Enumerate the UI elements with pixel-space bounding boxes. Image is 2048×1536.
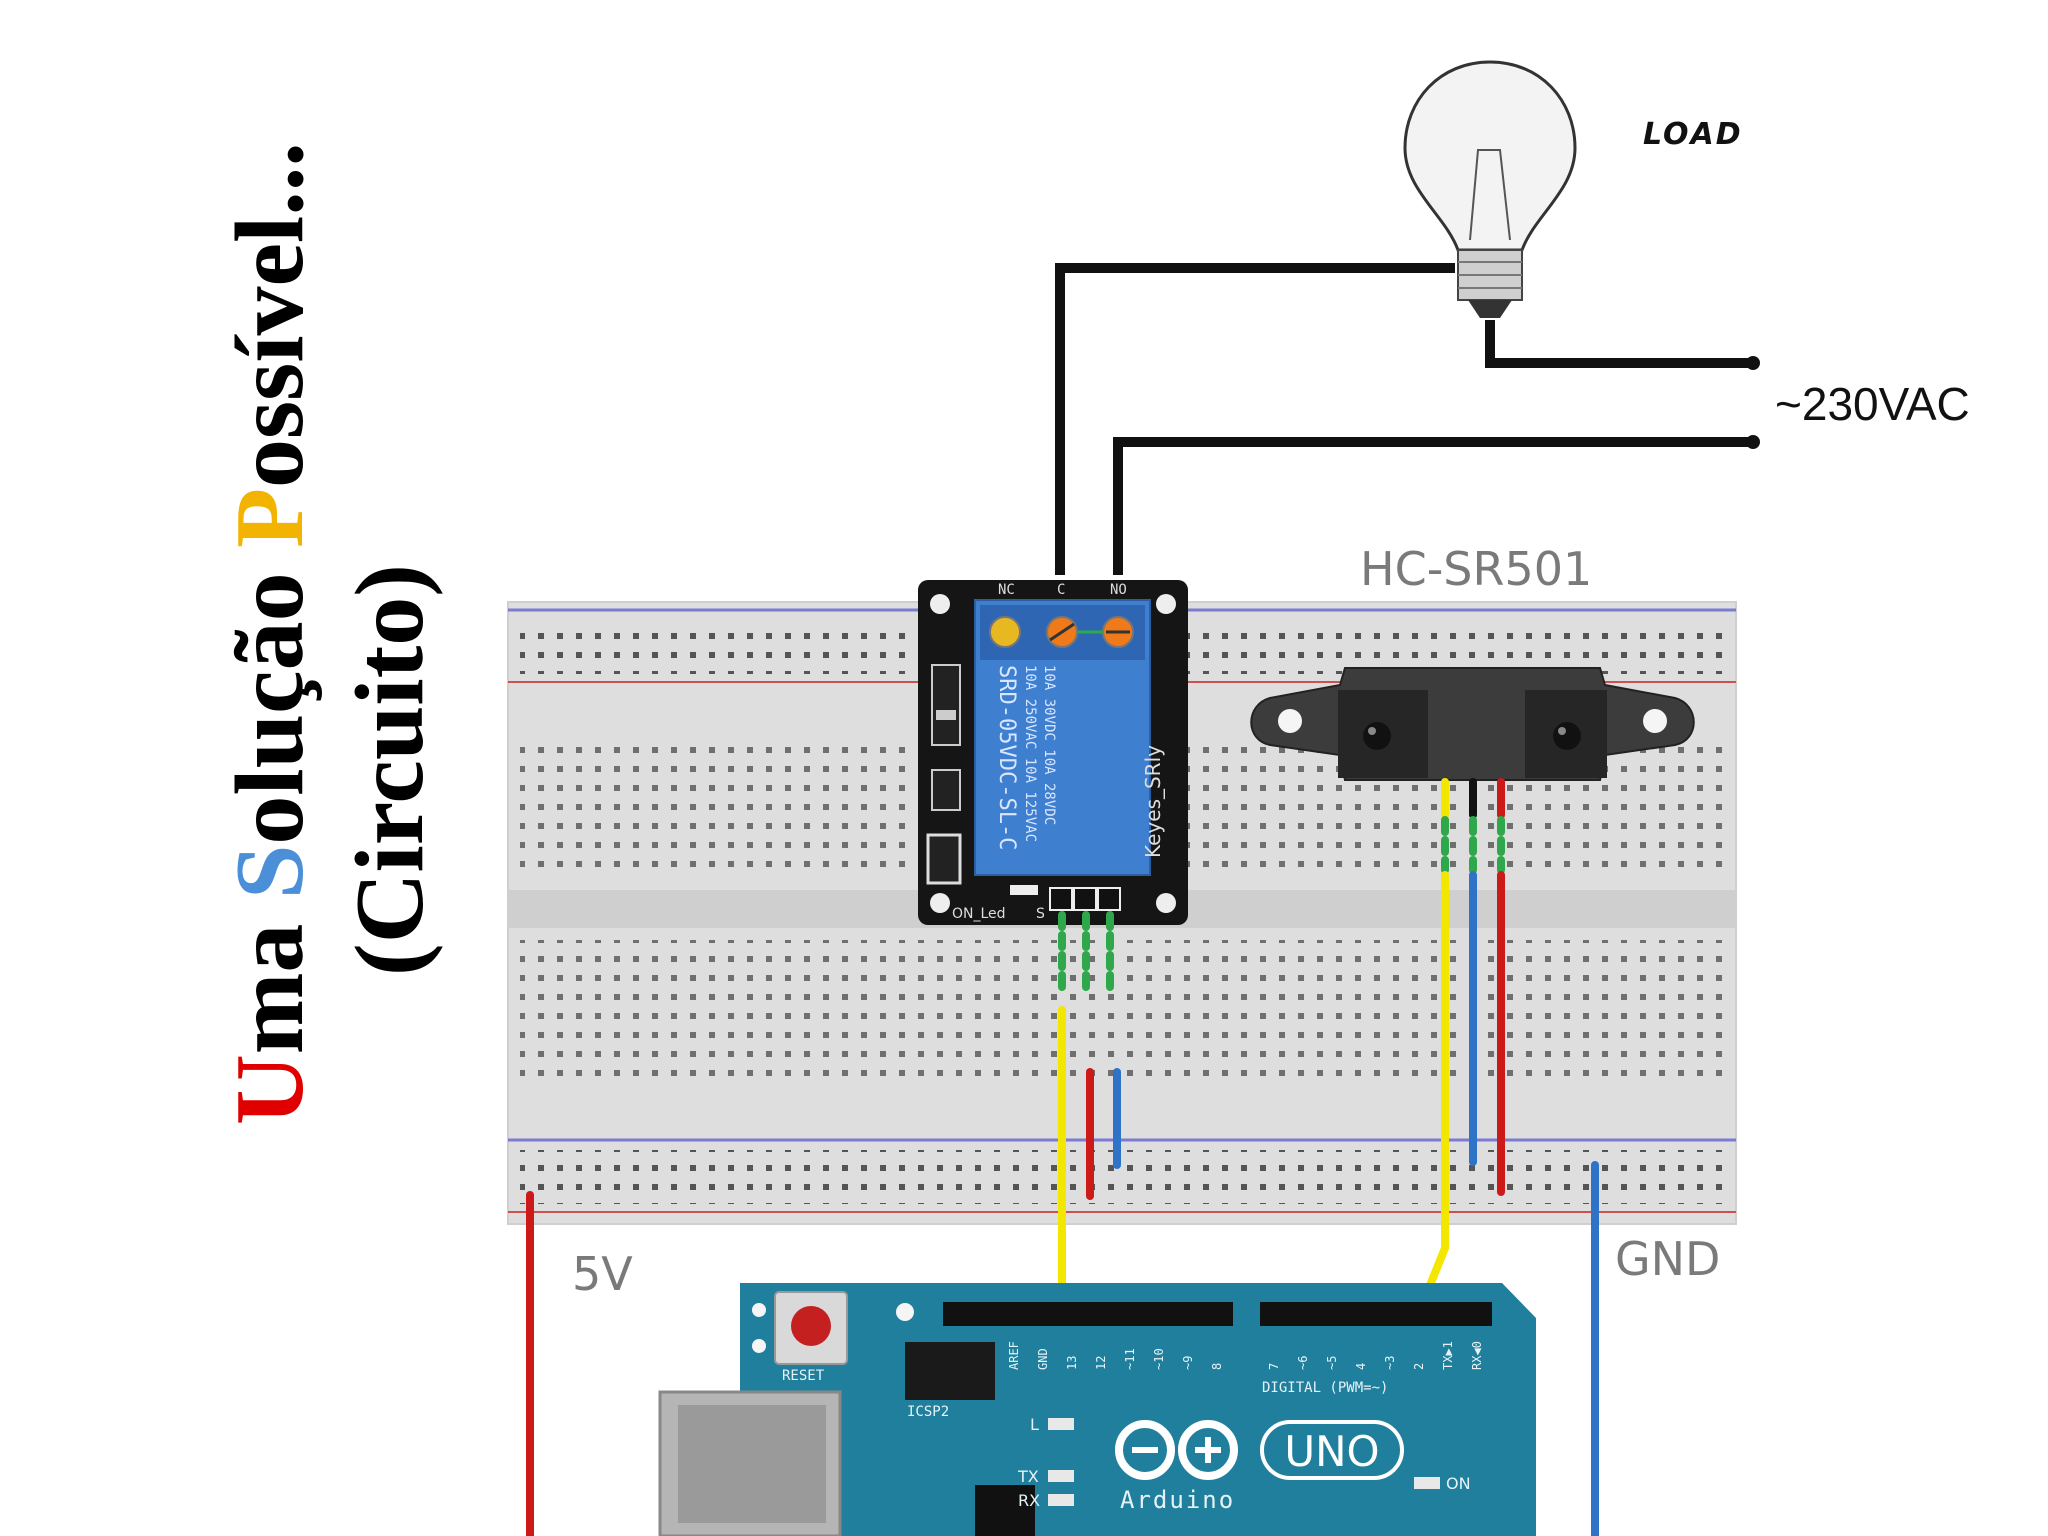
relay-pin-no-label: NO — [1110, 582, 1127, 598]
digital-label: DIGITAL (PWM=~) — [1262, 1380, 1388, 1396]
header-pin-label: ~11 — [1123, 1348, 1137, 1370]
header-pin-label: GND — [1036, 1348, 1050, 1370]
led-rx-label: RX — [1018, 1491, 1040, 1510]
reset-button[interactable] — [791, 1306, 831, 1346]
header-pin-label: 4 — [1354, 1363, 1368, 1370]
icsp-label: ICSP2 — [907, 1404, 949, 1420]
5v-label: 5V — [572, 1247, 633, 1301]
header-pin-label: TX▶1 — [1441, 1341, 1455, 1370]
gnd-label: GND — [1615, 1232, 1720, 1286]
header-pin-label: AREF — [1007, 1341, 1021, 1370]
header-pin-label: ~10 — [1152, 1348, 1166, 1370]
header-pin-label: 7 — [1267, 1363, 1281, 1370]
reset-label: RESET — [782, 1368, 825, 1384]
header-pin-label: 8 — [1210, 1363, 1224, 1370]
wire-relay-no-to-mains — [1113, 437, 1753, 575]
led-l-label: L — [1030, 1415, 1039, 1434]
wire-lamp-to-mains — [1485, 320, 1753, 368]
uno-label: UNO — [1284, 1427, 1379, 1476]
sensor-label: HC-SR501 — [1360, 542, 1592, 596]
relay-terminal-nc — [989, 616, 1021, 648]
pir-sensor — [1250, 667, 1695, 781]
arduino-logo-icon — [1115, 1420, 1238, 1480]
relay-module: NC C NO SRD-05VDC-SL-C 10A 250VAC 10A 12… — [918, 580, 1188, 925]
header-pin-label: ~9 — [1181, 1356, 1195, 1370]
header-pin-label: ~5 — [1325, 1356, 1339, 1370]
relay-pin-nc-label: NC — [998, 582, 1015, 598]
wire-relay-c-to-lamp — [1055, 263, 1455, 575]
lamp-icon — [1403, 60, 1577, 318]
relay-model-text: SRD-05VDC-SL-C — [994, 665, 1019, 850]
header-pin-labels-left: AREF GND 13 12 ~11 ~10 ~9 8 — [1007, 1341, 1224, 1370]
mains-wiring — [1055, 263, 1753, 575]
header-pin-label: 2 — [1412, 1363, 1426, 1370]
header-pin-label: ~6 — [1296, 1356, 1310, 1370]
led-tx-label: TX — [1017, 1467, 1039, 1486]
relay-rating-text: 10A 250VAC 10A 125VAC — [1022, 665, 1038, 842]
mains-terminal — [1746, 435, 1760, 449]
relay-pin-c-label: C — [1057, 582, 1065, 598]
arduino-uno: RESET ICSP2 DIGITAL (PWM=~) L TX RX ON U… — [658, 1283, 1536, 1536]
header-pin-labels-right: 7 ~6 ~5 4 ~3 2 TX▶1 RX◀0 — [1267, 1341, 1484, 1370]
relay-brand-text: Keyes_SRly — [1141, 745, 1165, 858]
mains-voltage-label: ~230VAC — [1775, 378, 1970, 430]
header-pin-label: RX◀0 — [1470, 1341, 1484, 1370]
led-on-label: ON — [1446, 1474, 1471, 1493]
header-pin-label: 12 — [1094, 1356, 1108, 1370]
arduino-brand-label: Arduino — [1120, 1486, 1235, 1514]
mains-terminal — [1746, 356, 1760, 370]
relay-led-label: ON_Led — [952, 906, 1006, 922]
load-label: LOAD — [1643, 117, 1743, 152]
header-pin-label: ~3 — [1383, 1356, 1397, 1370]
relay-rating-text: 10A 30VDC 10A 28VDC — [1041, 665, 1057, 825]
header-pin-label: 13 — [1065, 1356, 1079, 1370]
relay-signal-label: S — [1036, 906, 1045, 922]
